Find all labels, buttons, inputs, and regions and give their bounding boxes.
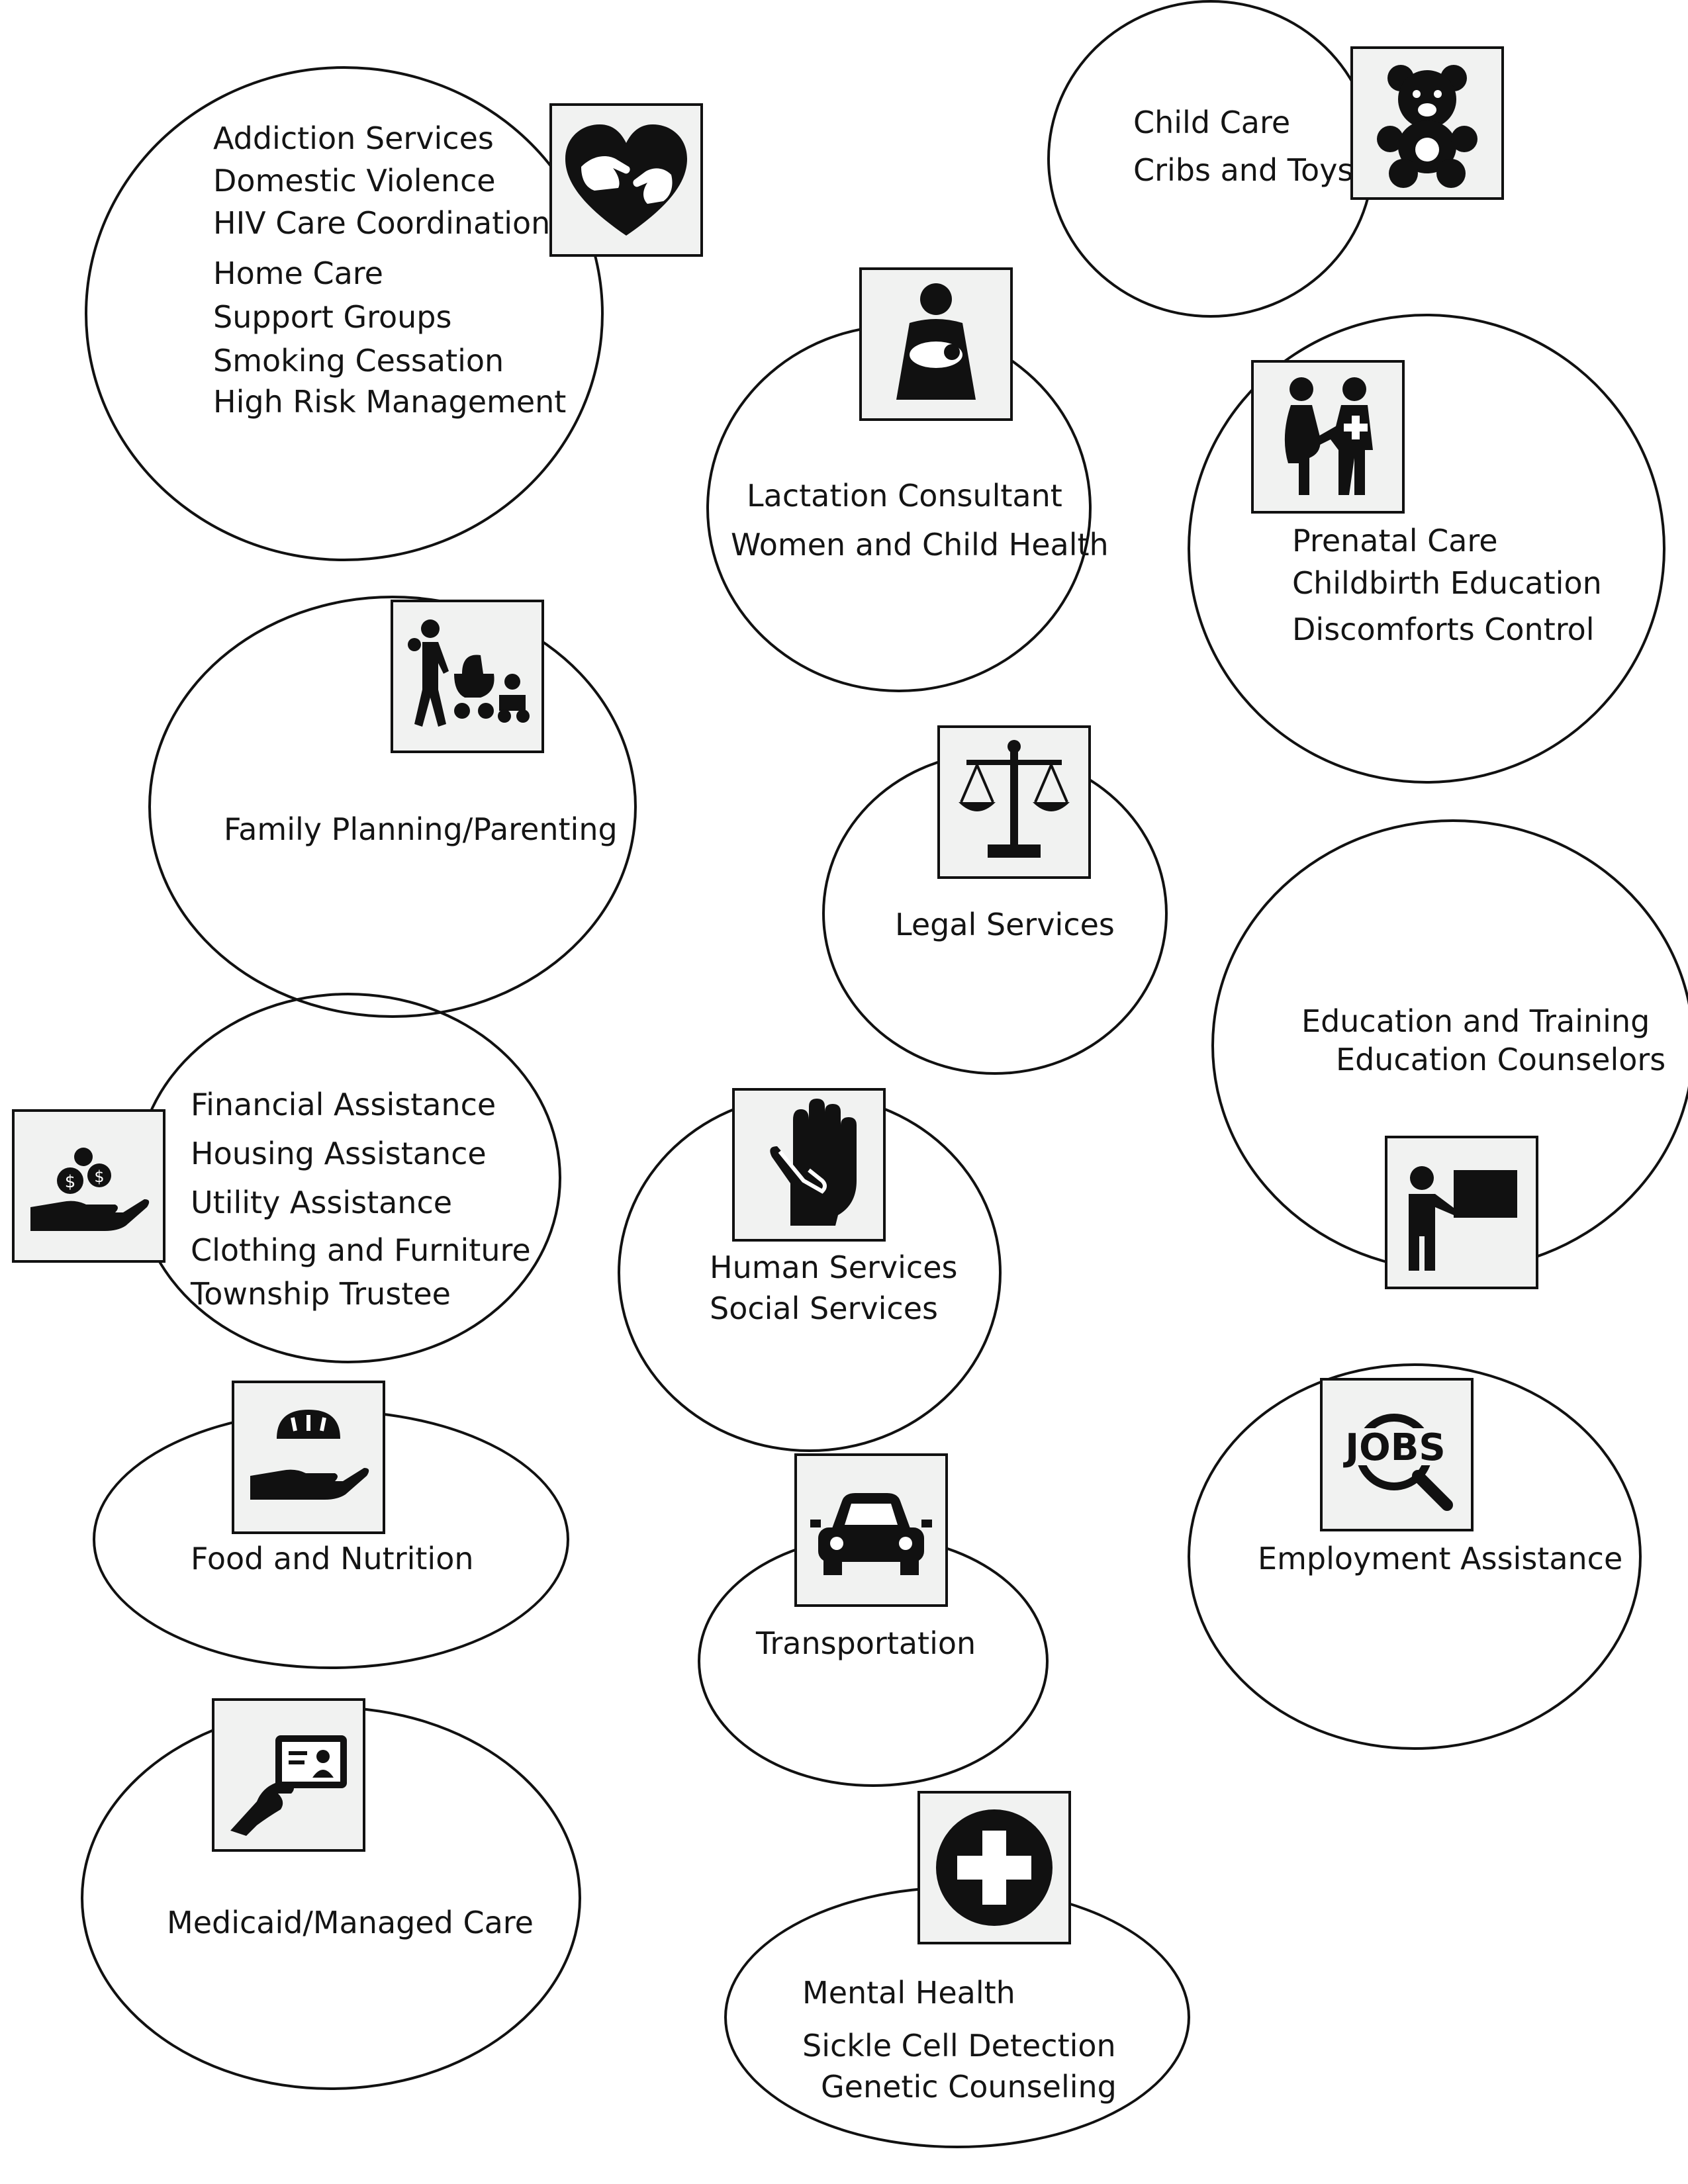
icon-box-medicaid (212, 1698, 365, 1852)
hand-with-bread-icon (250, 1410, 369, 1500)
label-child-care: Child Care (1133, 105, 1291, 140)
label-education-counselors: Education Counselors (1336, 1042, 1666, 1077)
svg-text:$: $ (94, 1167, 104, 1186)
icon-box-human (732, 1088, 886, 1242)
label-high-risk-management: High Risk Management (213, 384, 567, 420)
label-sickle-cell-detection: Sickle Cell Detection (802, 2028, 1116, 2064)
label-smoking-cessation: Smoking Cessation (213, 343, 504, 379)
label-human-services: Human Services (710, 1250, 958, 1285)
medical-cross-icon (936, 1809, 1053, 1926)
bubble-addiction (85, 66, 604, 561)
label-transportation: Transportation (756, 1625, 976, 1661)
icon-box-financial: $ $ (12, 1109, 165, 1263)
icon-box-family (391, 600, 544, 753)
label-home-care: Home Care (213, 255, 383, 291)
jobs-search-icon: JOBS (1336, 1414, 1455, 1511)
hand-holding-id-card-icon (230, 1735, 347, 1836)
svg-text:$: $ (65, 1172, 76, 1192)
label-support-groups: Support Groups (213, 299, 452, 335)
label-lactation-consultant: Lactation Consultant (747, 478, 1062, 514)
label-childbirth-education: Childbirth Education (1292, 565, 1602, 601)
label-mental-health: Mental Health (802, 1975, 1015, 2011)
label-domestic-violence: Domestic Violence (213, 163, 496, 199)
bubble-prenatal (1188, 314, 1665, 784)
icon-box-lactation (859, 267, 1013, 421)
icon-box-addiction (549, 103, 703, 257)
label-housing-assistance: Housing Assistance (191, 1136, 487, 1171)
label-family-planning: Family Planning/Parenting (224, 811, 618, 847)
icon-box-food (232, 1381, 385, 1534)
helping-hands-icon (770, 1099, 857, 1226)
label-clothing-and-furniture: Clothing and Furniture (191, 1232, 531, 1268)
mother-holding-baby-icon (896, 283, 976, 400)
label-township-trustee: Township Trustee (191, 1276, 451, 1312)
teacher-at-board-icon (1409, 1166, 1517, 1271)
label-legal-services: Legal Services (895, 907, 1115, 942)
icon-box-mental (917, 1791, 1071, 1944)
label-social-services: Social Services (710, 1291, 938, 1326)
label-education-and-training: Education and Training (1301, 1003, 1650, 1039)
label-hiv-care-coordination: HIV Care Coordination (213, 205, 551, 241)
label-financial-assistance: Financial Assistance (191, 1087, 496, 1122)
label-discomforts-control: Discomforts Control (1292, 612, 1595, 647)
icon-box-prenatal (1251, 360, 1405, 514)
pregnant-woman-and-doctor-icon (1284, 377, 1373, 495)
svg-text:JOBS: JOBS (1342, 1426, 1445, 1469)
label-utility-assistance: Utility Assistance (191, 1185, 453, 1220)
icon-box-child-care (1350, 46, 1504, 200)
scales-of-justice-icon (959, 740, 1070, 858)
icon-box-transport (794, 1453, 948, 1607)
label-food-and-nutrition: Food and Nutrition (191, 1541, 474, 1576)
label-addiction-services: Addiction Services (213, 120, 494, 156)
bubble-employment (1188, 1363, 1642, 1750)
label-women-and-child-health: Women and Child Health (731, 527, 1109, 563)
parent-with-stroller-icon (408, 619, 530, 727)
teddy-bear-icon (1377, 65, 1477, 188)
hand-with-coins-icon: $ $ (30, 1148, 150, 1231)
label-genetic-counseling: Genetic Counseling (821, 2069, 1117, 2105)
caring-hands-heart-icon (565, 124, 687, 236)
label-prenatal-care: Prenatal Care (1292, 523, 1498, 559)
car-icon (810, 1493, 932, 1575)
icon-box-legal (937, 725, 1091, 879)
label-employment-assistance: Employment Assistance (1258, 1541, 1623, 1576)
label-cribs-and-toys: Cribs and Toys (1133, 152, 1354, 188)
label-medicaid-managed-care: Medicaid/Managed Care (167, 1905, 534, 1940)
icon-box-employment: JOBS (1320, 1378, 1474, 1531)
icon-box-education (1385, 1136, 1538, 1289)
